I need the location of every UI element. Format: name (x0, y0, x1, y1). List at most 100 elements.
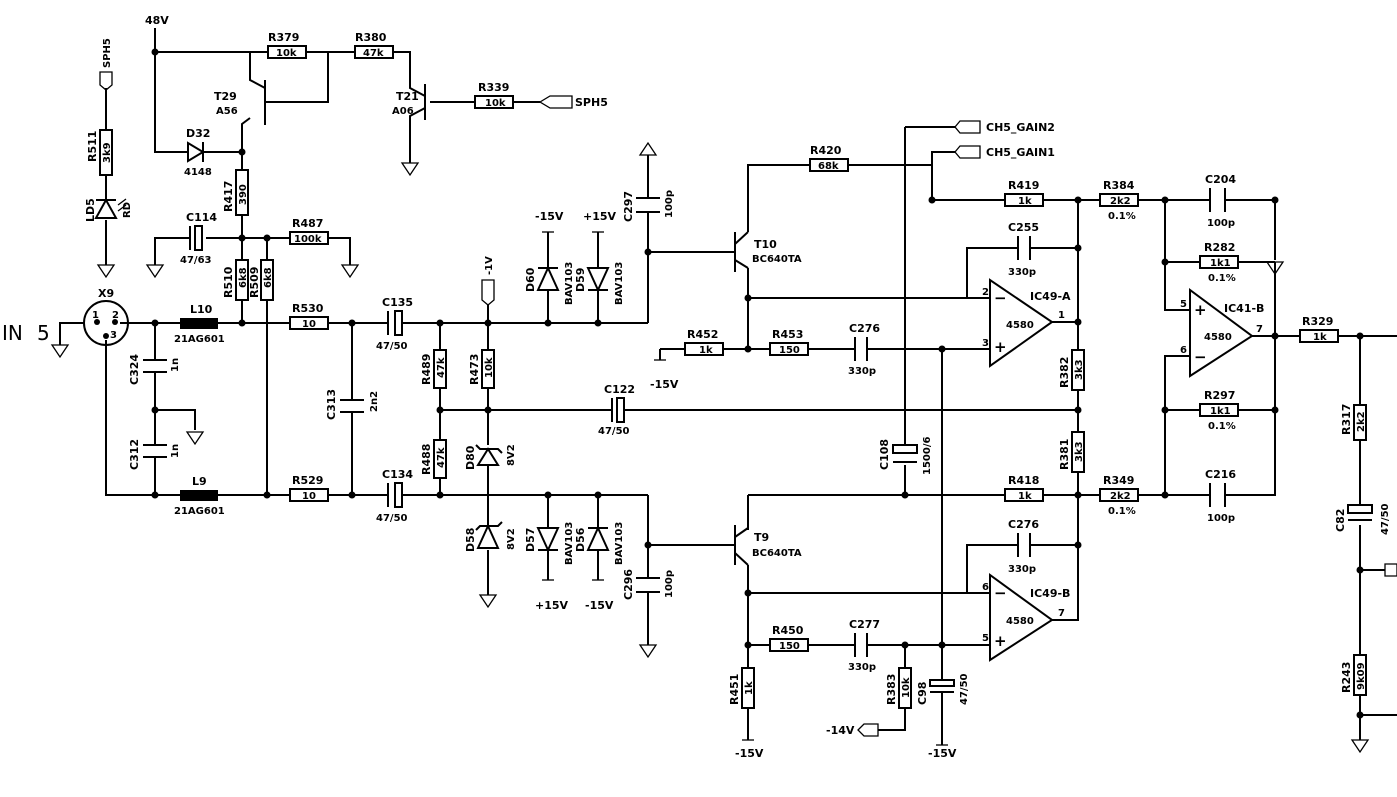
led-ld5: LD5 RD (84, 197, 133, 222)
resistor-r529: R529 10 (289, 474, 329, 502)
capacitor-c98: C98 47/50 (916, 673, 970, 705)
opamps: − + IC49-A 4580 2 3 1 − + IC49-B 4580 6 … (982, 278, 1264, 662)
plus-sign: + (994, 632, 1007, 650)
resistor-r452: R452 1k (684, 328, 724, 356)
ground-icon (1350, 739, 1370, 754)
component-label: R509 (248, 267, 261, 298)
transistor-t9: T9 BC640TA (734, 525, 802, 566)
component-label: C277 (849, 618, 880, 631)
component-label: 100k (294, 234, 322, 245)
flag-right-top (1384, 563, 1397, 577)
flag-sph5-top: SPH5 (99, 38, 113, 91)
component-label: R510 (222, 266, 235, 298)
component-label: L9 (192, 475, 207, 488)
component-label: 0.1% (1108, 211, 1136, 222)
component-label: 0.1% (1208, 421, 1236, 432)
component-label: 100p (664, 570, 675, 598)
diode-d32: D32 4148 (184, 127, 212, 178)
component-label: C82 (1334, 509, 1347, 532)
component-label: R451 (728, 674, 741, 705)
resistor-r329: R329 1k (1299, 315, 1339, 343)
capacitor-c276b: C276 330p (1008, 518, 1039, 575)
component-label: C108 (878, 439, 891, 470)
component-label: R382 (1058, 357, 1071, 388)
component-label: R380 (355, 31, 387, 44)
component-label: 1k (1018, 491, 1032, 502)
component-label: 9k09 (1356, 662, 1367, 690)
component-label: R452 (687, 328, 718, 341)
supply-plus15-d57: +15V (535, 579, 569, 612)
net-plus15: +15V (583, 210, 617, 223)
component-label: C216 (1205, 468, 1236, 481)
capacitor-c122: C122 47/50 (598, 383, 635, 437)
diode-d56: D56 BAV103 (574, 522, 625, 565)
component-label: 47/50 (376, 513, 408, 524)
capacitor-c134: C134 47/50 (376, 468, 413, 524)
input-number: 5 (37, 321, 50, 345)
net-sph5-top: SPH5 (102, 38, 113, 68)
component-label: BAV103 (614, 262, 625, 305)
component-label: 47/50 (598, 426, 630, 437)
opamp-ic49b: − + IC49-B 4580 6 5 7 (982, 573, 1070, 662)
resistor-r349: R349 2k2 0.1% (1099, 474, 1139, 517)
zener-d58: D58 8V2 (464, 521, 517, 552)
capacitor-c108: C108 1500/6 (878, 437, 933, 475)
component-label: R419 (1008, 179, 1039, 192)
component-label: 4580 (1204, 332, 1232, 343)
zener-d80: D80 8V2 (464, 444, 517, 470)
component-label: 2k2 (1110, 196, 1131, 207)
resistor-r379: R379 10k (267, 31, 307, 59)
component-label: R420 (810, 144, 842, 157)
component-label: 0.1% (1208, 273, 1236, 284)
pin-1: 1 (92, 310, 99, 321)
transistor-t29: T29 A56 (214, 80, 266, 125)
component-label: C324 (128, 354, 141, 385)
transistor-t10: T10 BC640TA (734, 231, 802, 272)
component-label: 10 (302, 491, 316, 502)
component-label: R383 (885, 674, 898, 705)
component-label: 47/63 (180, 255, 212, 266)
component-label: BC640TA (752, 254, 802, 265)
resistor-r509: R509 6k8 (248, 259, 274, 301)
minus-sign: − (994, 289, 1007, 307)
ground-icon (340, 264, 360, 279)
pin-2: 2 (112, 310, 119, 321)
component-label: BAV103 (614, 522, 625, 565)
component-label: C313 (325, 389, 338, 420)
component-label: 47k (436, 447, 447, 468)
component-label: R282 (1204, 241, 1235, 254)
diodes: D32 4148 LD5 RD D60 BAV103 D59 BAV103 D5… (84, 127, 625, 565)
resistor-r473: R473 10k (468, 349, 495, 389)
component-label: R453 (772, 328, 803, 341)
net-gain2: CH5_GAIN2 (986, 121, 1055, 134)
component-label: D58 (464, 528, 477, 552)
component-label: R297 (1204, 389, 1235, 402)
component-label: 330p (848, 366, 876, 377)
net-minus15: -15V (735, 747, 764, 760)
component-label: 8V2 (506, 444, 517, 466)
junctions (151, 48, 1364, 719)
component-label: R473 (468, 354, 481, 385)
component-label: 2k2 (1356, 411, 1367, 432)
component-label: T9 (754, 531, 769, 544)
component-label: R384 (1103, 179, 1135, 192)
component-label: R488 (420, 444, 433, 475)
ground-symbols (50, 141, 1370, 754)
net-48v: 48V (145, 14, 169, 27)
flag-minus1v: -1V (481, 256, 495, 306)
capacitor-c277: C277 330p (848, 618, 880, 673)
flag-gain1: CH5_GAIN1 (954, 145, 1055, 159)
supply-minus15-d60: -15V (535, 210, 564, 233)
resistor-r510: R510 6k8 (222, 259, 249, 301)
component-label: C312 (128, 439, 141, 470)
resistor-r383: R383 10k (885, 667, 912, 709)
component-label: 1k (744, 681, 755, 695)
component-label: 47k (436, 357, 447, 378)
net-minus15: -15V (585, 599, 614, 612)
ground-icon (400, 162, 420, 177)
component-label: D59 (574, 268, 587, 292)
component-label: C297 (622, 191, 635, 222)
component-label: 2k2 (1110, 491, 1131, 502)
component-label: LD5 (84, 198, 97, 222)
capacitor-c114: C114 47/63 (180, 211, 217, 266)
